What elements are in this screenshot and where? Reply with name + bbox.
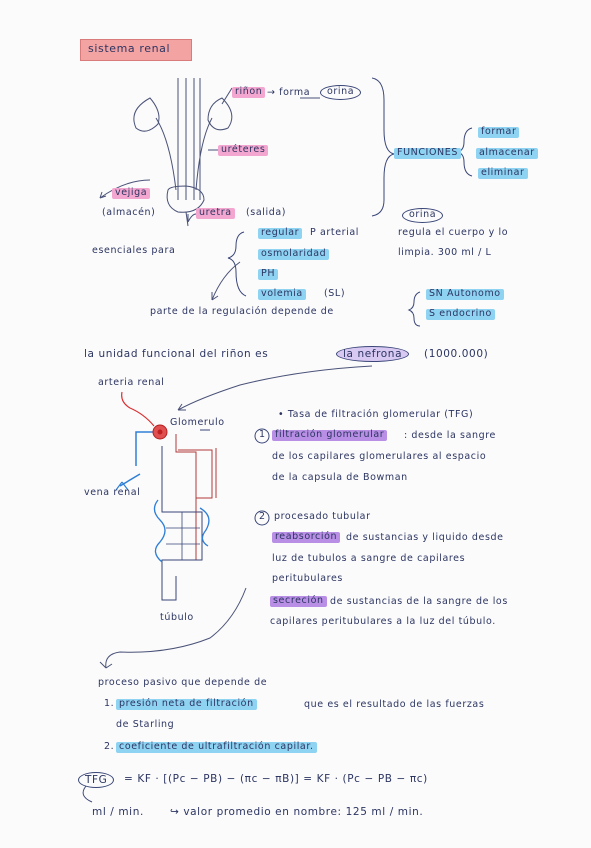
text-limpia: limpia. 300 ml / L — [398, 247, 492, 258]
label-ureteres: uréteres — [218, 144, 269, 156]
ess-regular: regular — [258, 227, 303, 239]
label-orina: orina — [320, 85, 362, 100]
text-tfg-line2: de los capilares glomerulares al espacio — [272, 451, 487, 462]
funcion-formar: formar — [478, 126, 520, 138]
funcion-eliminar: eliminar — [478, 167, 528, 179]
text-esenciales: esenciales para — [92, 245, 176, 256]
num-p1: 1. — [104, 698, 115, 709]
label-glomerulo: Glomerulo — [170, 417, 225, 428]
label-rinon: riñon — [232, 86, 266, 98]
hl-filtracion: filtración glomerular — [272, 429, 388, 441]
sn-autonomo: SN Autonomo — [426, 288, 504, 300]
text-reab-l2: luz de tubulos a sangre de capilares — [272, 553, 466, 564]
text-valor: ↪ valor promedio en nombre: 125 ml / min… — [170, 806, 424, 818]
text-regula: regula el cuerpo y lo — [398, 227, 509, 238]
label-funciones: FUNCIONES — [394, 147, 461, 159]
tfg-header: • Tasa de filtración glomerular (TFG) — [278, 409, 474, 420]
s-endocrino: S endocrino — [426, 308, 495, 320]
ess-sl: (SL) — [324, 288, 346, 299]
label-forma: → forma — [267, 87, 311, 98]
label-orina-2: orina — [402, 208, 444, 223]
label-vena: vena renal — [84, 487, 141, 498]
text-tfg-line3: de la capsula de Bowman — [272, 472, 408, 483]
page-title: sistema renal — [88, 42, 171, 55]
text-sec-rest: de sustancias de la sangre de los — [330, 596, 508, 607]
text-unidad: la unidad funcional del riñon es — [84, 348, 269, 360]
text-procesado: procesado tubular — [274, 511, 371, 522]
hl-reabsorcion: reabsorción — [272, 531, 341, 543]
text-presion-rest: que es el resultado de las fuerzas — [304, 699, 485, 710]
label-nefrona: la nefrona — [336, 346, 410, 363]
label-uretra: uretra — [196, 207, 235, 219]
hl-presion: presión neta de filtración — [116, 698, 257, 710]
text-starling: de Starling — [116, 719, 175, 730]
text-reab-rest: de sustancias y liquido desde — [346, 532, 504, 543]
hl-secrecion: secreción — [270, 595, 327, 607]
label-vejiga: vejiga — [112, 187, 151, 199]
label-arteria: arteria renal — [98, 377, 165, 388]
ess-volemia: volemia — [258, 288, 306, 300]
ess-ph: PH — [258, 268, 279, 280]
text-parte: parte de la regulación depende de — [150, 306, 334, 317]
text-unit: ml / min. — [92, 806, 144, 818]
num-2: 2 — [259, 511, 266, 522]
nephron-sketch — [115, 391, 217, 601]
text-filtracion-rest: : desde la sangre — [404, 430, 496, 441]
hl-coeficiente: coeficiente de ultrafiltración capilar. — [116, 741, 317, 753]
text-proceso: proceso pasivo que depende de — [98, 677, 268, 688]
text-reab-l3: peritubulares — [272, 573, 343, 584]
formula-tfg: TFG — [78, 772, 115, 789]
text-sec-l2: capilares peritubulares a la luz del túb… — [270, 616, 496, 627]
label-tubulo: túbulo — [160, 612, 194, 623]
formula: = KF · [(Pc − PB) − (πc − πB)] = KF · (P… — [124, 773, 428, 785]
ess-osmolaridad: osmolaridad — [258, 248, 330, 260]
ess-parterial: P arterial — [310, 227, 360, 238]
num-1: 1 — [259, 429, 266, 440]
title-highlight — [80, 39, 192, 61]
label-almacen: (almacén) — [102, 207, 156, 218]
num-p2: 2. — [104, 741, 115, 752]
label-salida: (salida) — [246, 207, 287, 218]
funcion-almacenar: almacenar — [476, 147, 538, 159]
text-count: (1000.000) — [424, 348, 489, 360]
